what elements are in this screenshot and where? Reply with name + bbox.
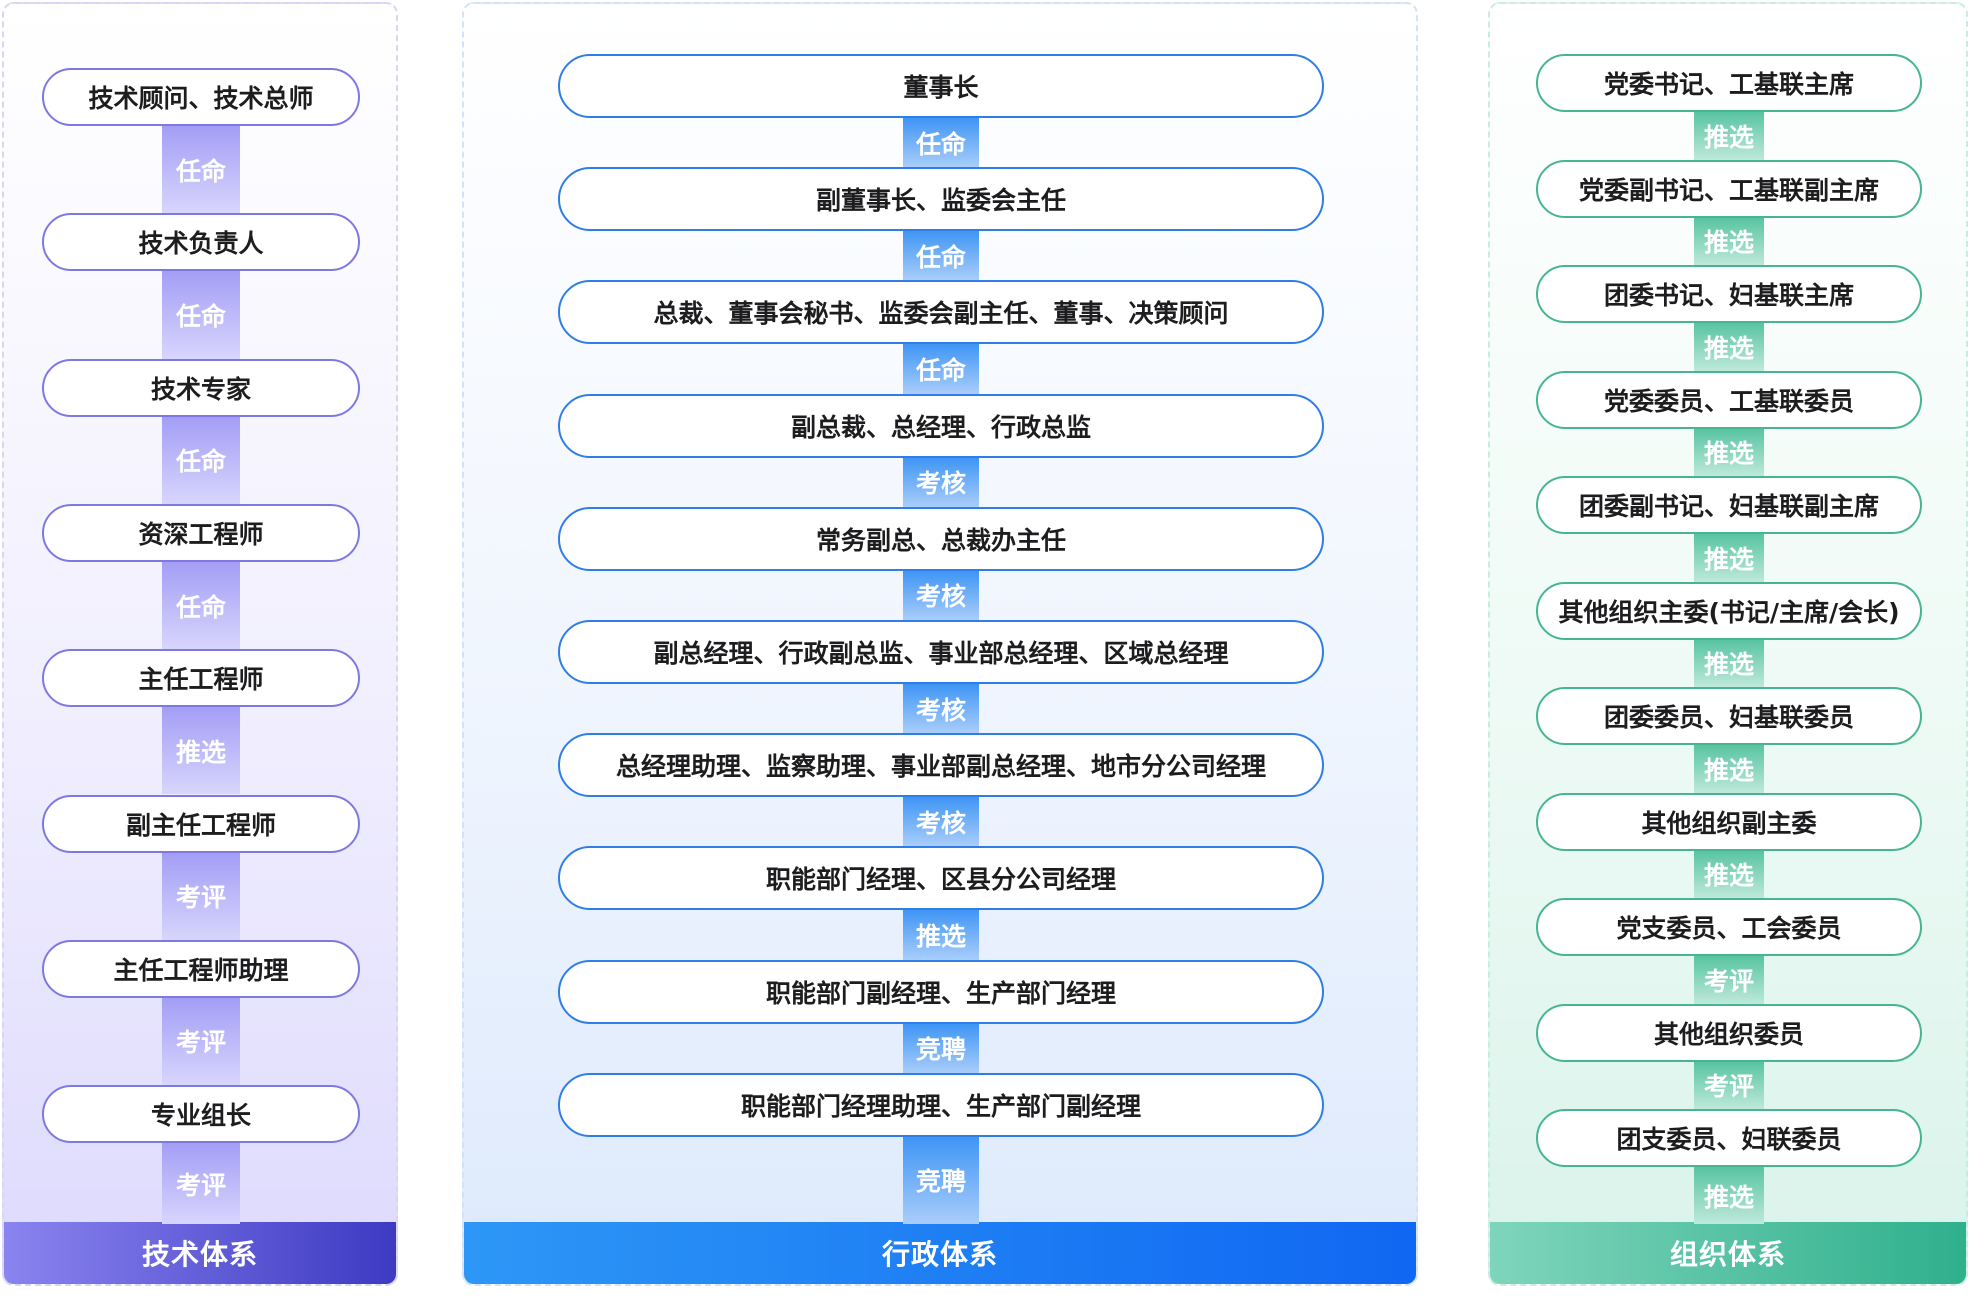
tech-role-box: 技术顾问、技术总师 [42,68,360,126]
tech-connector-label: 考评 [162,997,240,1086]
tech-system-footer: 技术体系 [4,1222,396,1284]
admin-connector-label: 考核 [903,570,979,620]
org-connector-label: 推选 [1694,428,1764,476]
org-track: 党委书记、工基联主席推选党委副书记、工基联副主席推选团委书记、妇基联主席推选党委… [1490,4,1966,1224]
org-connector-label: 考评 [1694,1061,1764,1109]
admin-system-footer: 行政体系 [464,1222,1416,1284]
admin-role-box: 副总裁、总经理、行政总监 [558,393,1324,458]
tech-connector-label: 任命 [162,561,240,650]
org-role-box: 党委书记、工基联主席 [1536,54,1922,112]
org-connector-label: 推选 [1694,850,1764,898]
tech-role-box: 资深工程师 [42,503,360,562]
admin-track: 董事长任命副董事长、监委会主任任命总裁、董事会秘书、监委会副主任、董事、决策顾问… [464,4,1416,1224]
tech-connector-label: 推选 [162,707,240,795]
admin-connector-label: 竞聘 [903,1136,979,1224]
tech-role-box: 技术负责人 [42,213,360,272]
admin-role-box: 总裁、董事会秘书、监委会副主任、董事、决策顾问 [558,280,1324,345]
org-role-box: 团支委员、妇联委员 [1536,1109,1922,1167]
admin-role-box: 董事长 [558,54,1324,118]
admin-system-column: 董事长任命副董事长、监委会主任任命总裁、董事会秘书、监委会副主任、董事、决策顾问… [462,2,1418,1286]
admin-role-box: 总经理助理、监察助理、事业部副总经理、地市分公司经理 [558,733,1324,798]
tech-role-box: 主任工程师助理 [42,939,360,998]
tech-connector-label: 考评 [162,1143,240,1224]
org-role-box: 团委副书记、妇基联副主席 [1536,476,1922,534]
tech-connector-label: 考评 [162,852,240,940]
org-connector-label: 推选 [1694,639,1764,687]
tech-connector-label: 任命 [162,416,240,504]
admin-role-box: 常务副总、总裁办主任 [558,506,1324,571]
org-system-column: 党委书记、工基联主席推选党委副书记、工基联副主席推选团委书记、妇基联主席推选党委… [1488,2,1968,1286]
org-role-box: 团委委员、妇基联委员 [1536,687,1922,745]
org-role-box: 党支委员、工会委员 [1536,898,1922,956]
org-role-box: 党委副书记、工基联副主席 [1536,159,1922,218]
admin-connector-label: 考核 [903,797,979,847]
admin-connector-label: 任命 [903,344,979,394]
org-role-box: 团委书记、妇基联主席 [1536,265,1922,323]
tech-track: 技术顾问、技术总师任命技术负责人任命技术专家任命资深工程师任命主任工程师推选副主… [4,4,396,1224]
org-role-box: 其他组织副主委 [1536,792,1922,851]
admin-role-box: 职能部门副经理、生产部门经理 [558,959,1324,1024]
admin-role-box: 副总经理、行政副总监、事业部总经理、区域总经理 [558,620,1324,684]
admin-connector-label: 任命 [903,231,979,281]
org-role-box: 其他组织委员 [1536,1003,1922,1062]
admin-role-box: 职能部门经理助理、生产部门副经理 [558,1072,1324,1137]
admin-role-box: 职能部门经理、区县分公司经理 [558,846,1324,911]
org-role-box: 其他组织主委(书记/主席/会长) [1536,581,1922,640]
org-connector-label: 推选 [1694,323,1764,371]
org-connector-label: 推选 [1694,1167,1764,1224]
tech-connector-label: 任命 [162,271,240,359]
org-connector-label: 考评 [1694,956,1764,1004]
admin-connector-label: 任命 [903,118,979,168]
tech-role-box: 技术专家 [42,358,360,417]
org-role-box: 党委委员、工基联委员 [1536,370,1922,429]
org-connector-label: 推选 [1694,534,1764,582]
org-connector-label: 推选 [1694,112,1764,160]
tech-connector-label: 任命 [162,126,240,214]
org-connector-label: 推选 [1694,745,1764,793]
tech-role-box: 副主任工程师 [42,794,360,853]
admin-connector-label: 竞聘 [903,1023,979,1073]
org-system-footer: 组织体系 [1490,1222,1966,1284]
admin-role-box: 副董事长、监委会主任 [558,167,1324,232]
tech-role-box: 专业组长 [42,1085,360,1144]
admin-connector-label: 考核 [903,457,979,507]
tech-role-box: 主任工程师 [42,649,360,708]
admin-connector-label: 推选 [903,910,979,960]
org-connector-label: 推选 [1694,217,1764,265]
admin-connector-label: 考核 [903,684,979,734]
tech-system-column: 技术顾问、技术总师任命技术负责人任命技术专家任命资深工程师任命主任工程师推选副主… [2,2,398,1286]
